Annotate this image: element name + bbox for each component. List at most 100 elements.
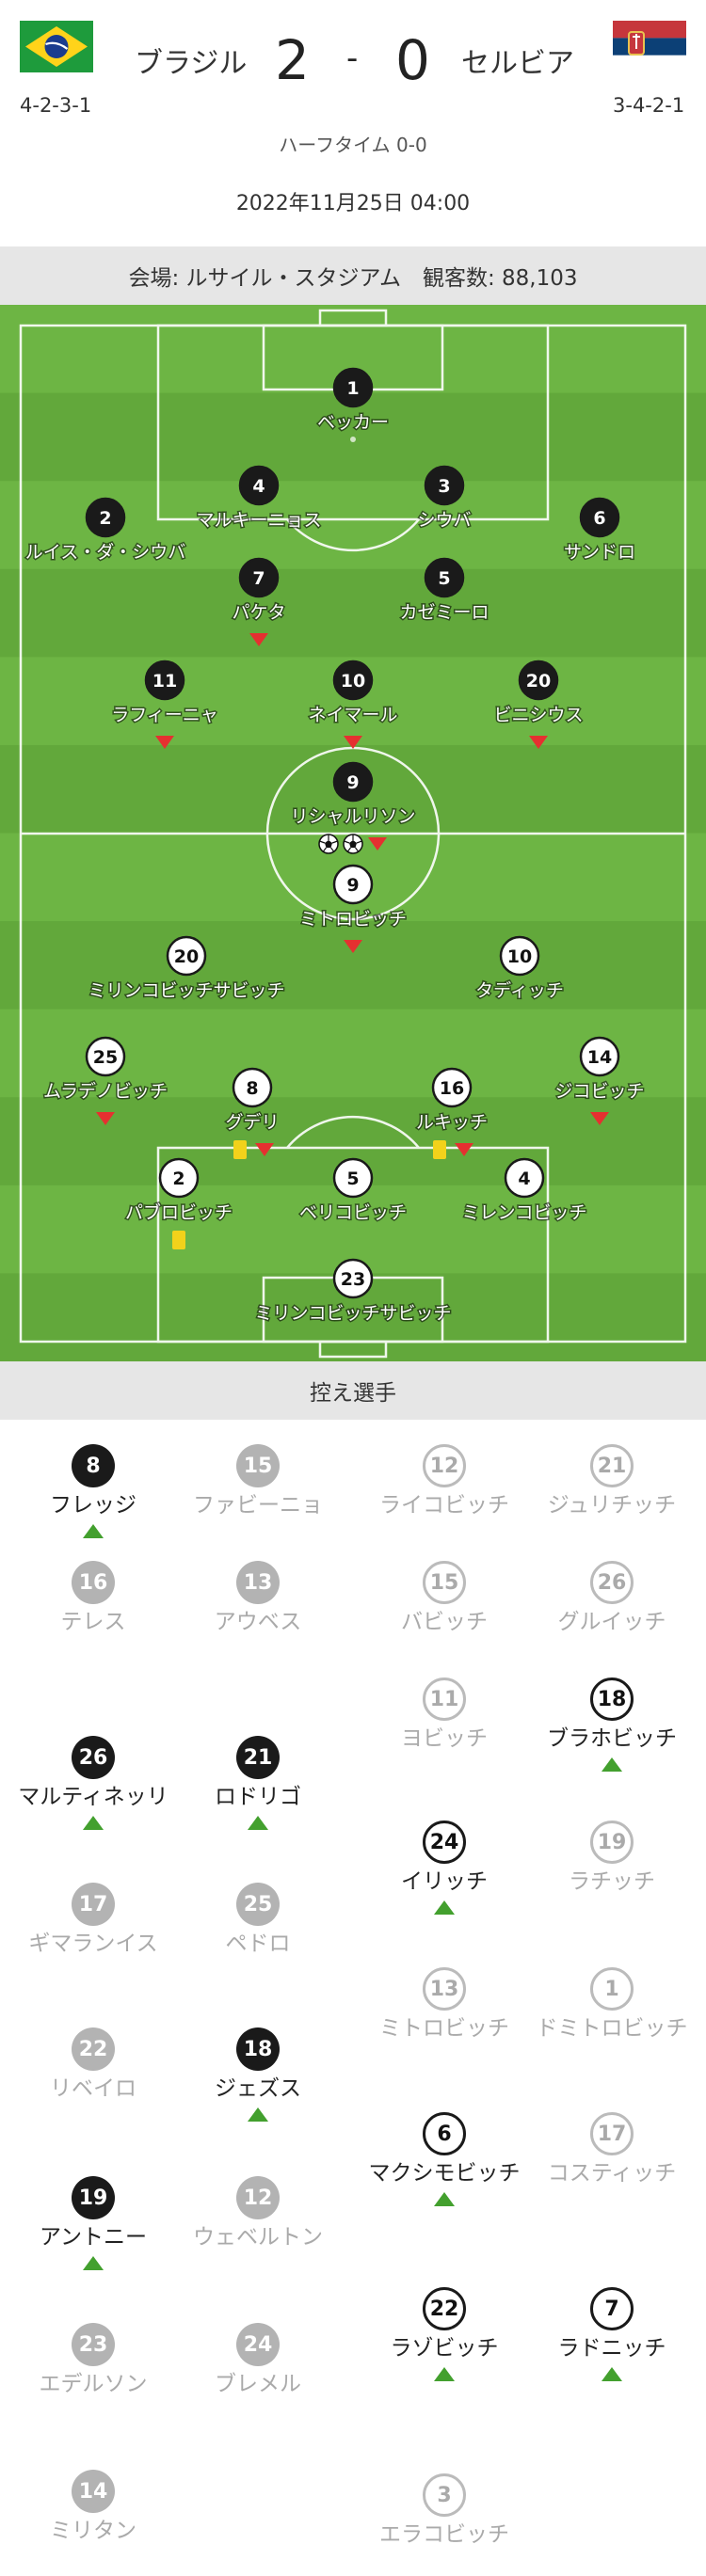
bench-player-number: 17 bbox=[72, 1883, 115, 1926]
bench-player-number: 1 bbox=[590, 1967, 634, 2011]
bench-player-number: 13 bbox=[236, 1561, 280, 1604]
player-number: 5 bbox=[346, 1169, 359, 1189]
bench-player-number: 8 bbox=[72, 1444, 115, 1487]
top-penalty-arc bbox=[286, 518, 420, 552]
player-number-badge bbox=[332, 660, 374, 701]
bench-player-name: ファビーニョ bbox=[193, 1493, 323, 1518]
match-datetime: 2022年11月25日 04:00 bbox=[235, 192, 471, 215]
player-number-badge bbox=[144, 660, 185, 701]
bench-player[interactable]: 23 エデルソン bbox=[13, 2323, 173, 2397]
score-separator: - bbox=[346, 40, 359, 77]
soccer-ball-icon bbox=[318, 834, 339, 854]
bench-player-number: 23 bbox=[72, 2323, 115, 2366]
bench-player[interactable]: 8 フレッジ bbox=[13, 1444, 173, 1538]
bench-player[interactable]: 1 ドミトロビッチ bbox=[532, 1967, 692, 2042]
bench-player-name: アウベス bbox=[214, 1610, 302, 1634]
red-down-triangle-icon bbox=[155, 736, 174, 749]
player-number-badge bbox=[238, 465, 280, 506]
bench-player-name: ブラホビッチ bbox=[547, 1726, 677, 1751]
bench-player[interactable]: 13 アウベス bbox=[178, 1561, 338, 1635]
green-up-triangle-icon bbox=[248, 1816, 268, 1830]
away-formation: 3-4-2-1 bbox=[613, 94, 685, 117]
player-number: 8 bbox=[246, 1078, 258, 1099]
player-number: 1 bbox=[346, 378, 359, 399]
player-name: ムラデノビッチ bbox=[43, 1081, 168, 1102]
bench-player-name: エデルソン bbox=[39, 2372, 148, 2396]
bench-player-name: マルティネッリ bbox=[18, 1785, 168, 1809]
red-down-triangle-icon bbox=[455, 1143, 473, 1156]
red-down-triangle-icon bbox=[249, 633, 268, 646]
bench-player[interactable]: 18 ブラホビッチ bbox=[532, 1678, 692, 1772]
brazil-flag-icon bbox=[20, 21, 93, 72]
player-name: ジコビッチ bbox=[554, 1081, 644, 1102]
bench-player-name: ミトロビッチ bbox=[379, 2016, 509, 2041]
player-number: 23 bbox=[341, 1269, 365, 1290]
green-up-triangle-icon bbox=[434, 1900, 455, 1915]
serbia-flag-icon bbox=[613, 21, 686, 72]
player-number: 4 bbox=[518, 1169, 530, 1189]
bench-player-name: フレッジ bbox=[50, 1493, 136, 1518]
bench-player-number: 24 bbox=[423, 1821, 466, 1864]
player-name: シウバ bbox=[417, 510, 471, 531]
player-number-badge bbox=[424, 557, 465, 598]
bench-player-name: ドミトロビッチ bbox=[536, 2016, 688, 2041]
bench-player-number: 15 bbox=[423, 1561, 466, 1604]
bench-player-name: ジュリチッチ bbox=[547, 1493, 677, 1518]
red-down-triangle-icon bbox=[344, 736, 362, 749]
bench-player-number: 18 bbox=[590, 1678, 634, 1721]
bench-player-number: 19 bbox=[72, 2176, 115, 2219]
bottom-penalty-arc bbox=[286, 1115, 420, 1149]
bench-player-name: ミリタン bbox=[50, 2519, 136, 2543]
bench-player-number: 22 bbox=[72, 2027, 115, 2071]
bench-player-name: ジェズス bbox=[215, 2076, 301, 2101]
